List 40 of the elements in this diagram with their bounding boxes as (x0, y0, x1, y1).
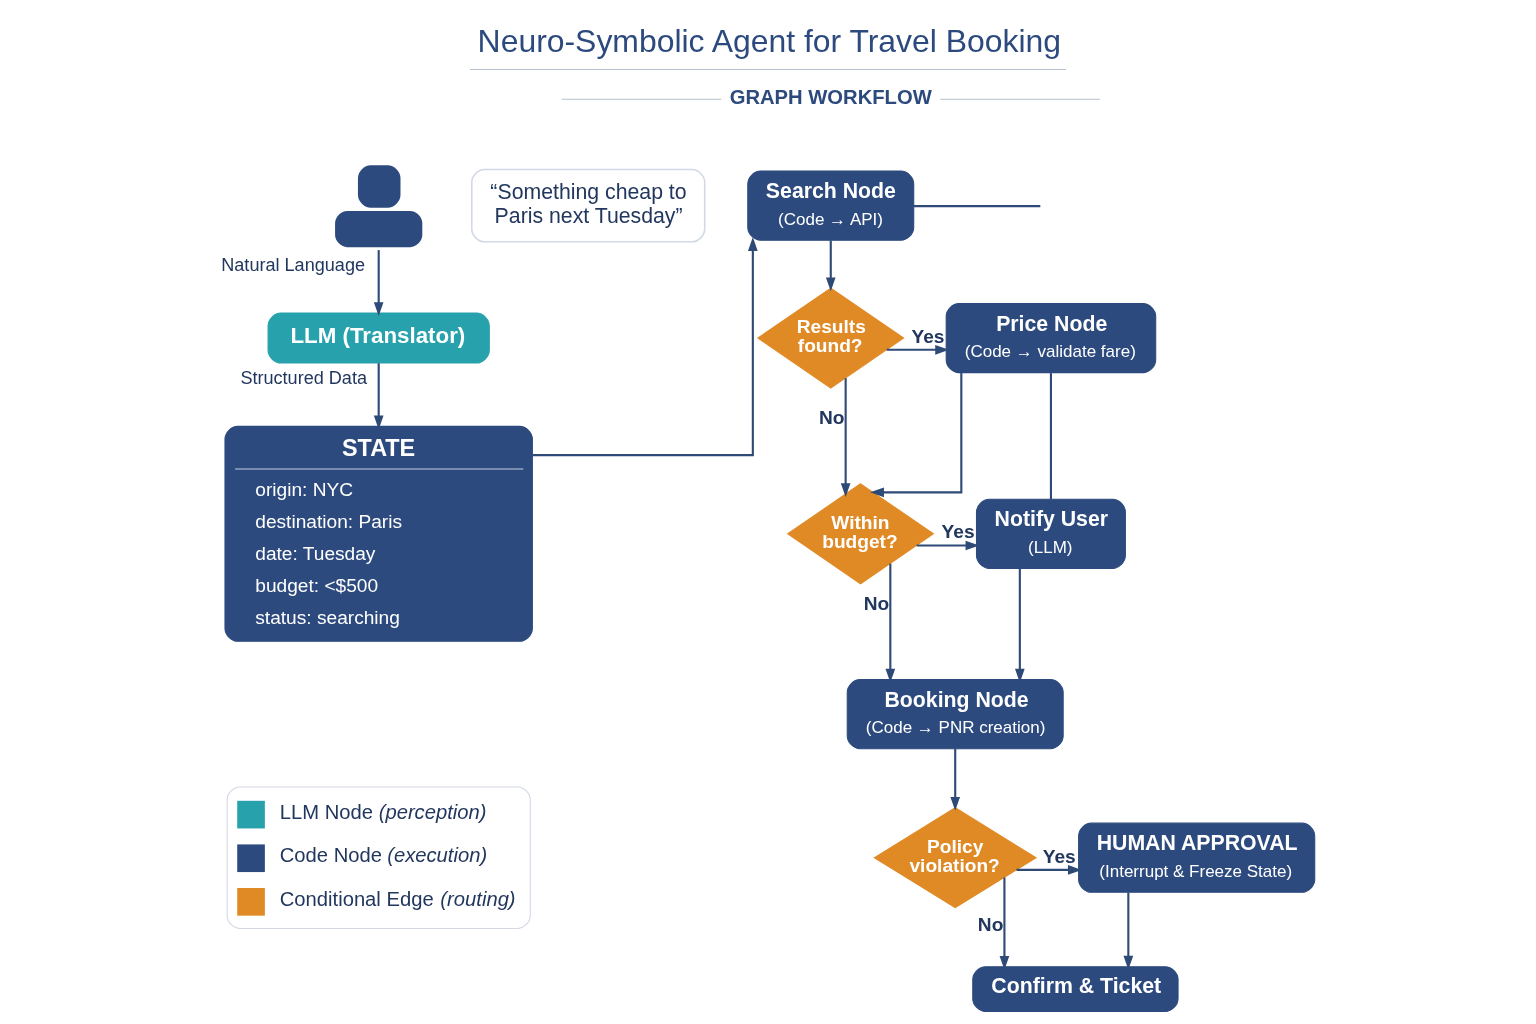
node-box: LLM (Translator) (267, 312, 490, 364)
label: GRAPH WORKFLOW (729, 85, 932, 108)
arrow (1016, 865, 1082, 875)
legend-label: Conditional Edge (routing) (279, 887, 516, 910)
node-box: Notify User (LLM) (975, 498, 1126, 569)
edge-label: No (863, 592, 890, 614)
connector (1049, 373, 1052, 500)
node-box: Price Node (Code → validate fare) (945, 303, 1157, 374)
arrow (886, 344, 950, 355)
node-box: “Something cheap to Paris next Tuesday” (470, 168, 706, 243)
edge-label: No (977, 914, 1004, 936)
edge-label: Yes (941, 521, 975, 543)
node-diamond: Results found? (756, 287, 905, 389)
arrow (840, 378, 851, 497)
node-box: Confirm & Ticket (972, 966, 1179, 1012)
edge-label: Structured Data (240, 368, 368, 389)
edge-label: Natural Language (221, 254, 365, 275)
arrow (1014, 568, 1025, 683)
node-diamond: Policy violation? (873, 807, 1038, 909)
node-box: Booking Node (Code → PNR creation) (846, 679, 1064, 750)
legend-label: LLM Node (perception) (279, 800, 487, 823)
arrow (532, 237, 758, 457)
node-box: HUMAN APPROVAL (Interrupt & Freeze State) (1078, 822, 1316, 893)
edge-label: No (819, 407, 845, 429)
edge-label: Yes (1042, 845, 1076, 867)
diagram-title: Neuro-Symbolic Agent for Travel Booking (477, 23, 1062, 60)
arrow (1123, 892, 1134, 970)
legend-label: Code Node (execution) (279, 844, 488, 867)
node-box: STATE origin: NYC destination: Paris date: Tuesday budget: <$500 status: searching (224, 425, 533, 642)
arrow (825, 240, 836, 292)
connector (913, 205, 1041, 208)
edge-label: Yes (911, 325, 945, 347)
arrow (999, 877, 1010, 970)
arrow (950, 748, 961, 811)
arrow (885, 563, 896, 683)
arrow (870, 372, 963, 498)
arrow (916, 540, 980, 551)
arrow (373, 363, 384, 430)
arrow (373, 250, 384, 317)
node-box: Search Node (Code → API) (747, 170, 915, 241)
